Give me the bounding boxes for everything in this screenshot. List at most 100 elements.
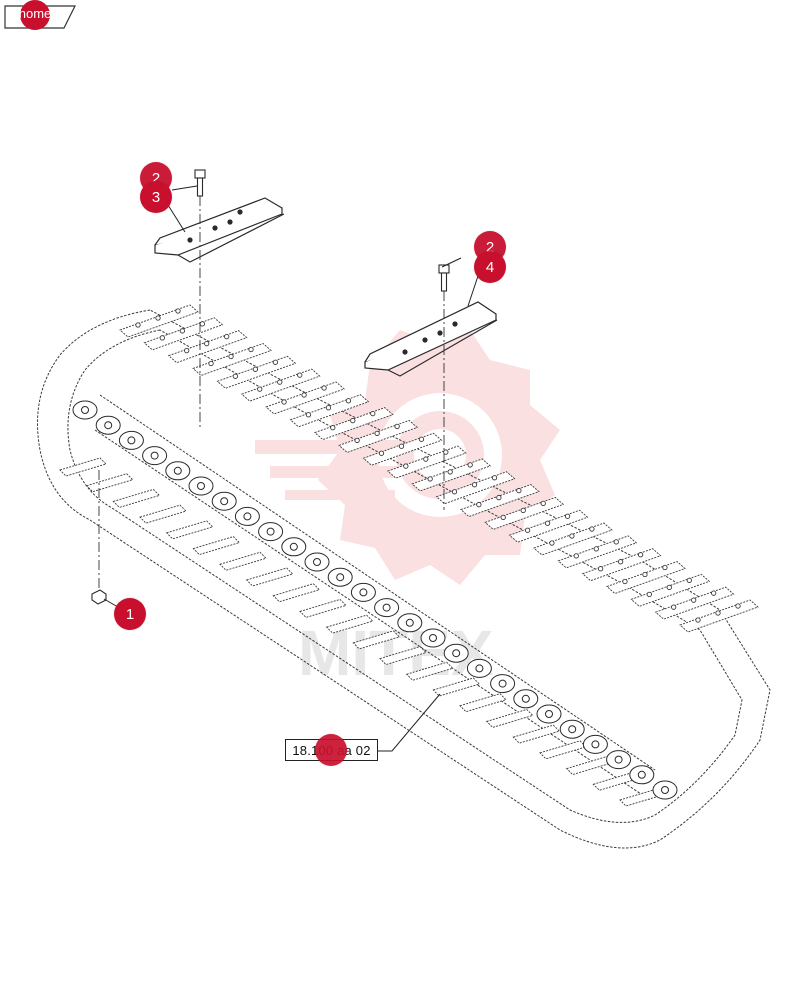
shoe-bolt-hole — [272, 359, 279, 365]
chain-pin — [336, 573, 345, 582]
shoe-bolt-hole — [228, 353, 234, 360]
shoe-bolt-hole — [671, 604, 677, 610]
shoe-bolt-hole — [589, 526, 595, 532]
track-shoe-lower — [112, 488, 161, 508]
shoe-bolt-hole — [443, 449, 449, 455]
track-shoe-lower — [512, 724, 561, 744]
shoe-bolt-hole — [155, 315, 161, 321]
shoe-bolt-hole — [447, 469, 453, 475]
chain-pin — [266, 527, 275, 536]
shoe-bolt-hole — [179, 328, 185, 334]
callout-2-top-label: 2 — [151, 169, 161, 187]
shoe-bolt-hole — [297, 372, 303, 378]
chain-pin — [452, 649, 461, 658]
track-shoe-lower — [592, 771, 641, 791]
callout-1-hotspot[interactable]: 1 — [114, 598, 146, 630]
shoe-bolt-hole — [520, 507, 526, 514]
track-shoe-lower — [59, 457, 107, 477]
track-shoe-lower — [459, 693, 507, 713]
shoe-bolt-hole — [252, 366, 259, 372]
shoe-bolt-hole — [622, 578, 628, 585]
chain-pin — [289, 542, 298, 551]
home-button-badge — [20, 0, 50, 30]
track-shoe-lower — [245, 567, 294, 587]
shoe-bolt-hole — [224, 334, 230, 340]
shoe-bolt-hole — [467, 462, 473, 468]
shoe-bolt-hole — [564, 513, 571, 519]
shoe-bolt-hole — [597, 566, 604, 572]
chain-pin — [429, 634, 437, 642]
assembly-center-lines — [98, 196, 445, 590]
track-shoe-lower — [565, 756, 614, 776]
track-shoe-lower — [432, 677, 481, 697]
shoe-bolt-hole — [350, 417, 356, 424]
shoe-bolt-hole — [617, 559, 624, 565]
shoe-bolt-hole — [232, 373, 239, 379]
home-button[interactable]: home — [6, 0, 64, 30]
shoe-bolt-hole — [427, 476, 433, 482]
chain-pin — [150, 451, 159, 460]
chain-pin — [220, 497, 229, 506]
callout-4-hotspot[interactable]: 4 — [474, 251, 506, 283]
chain-links — [72, 400, 678, 800]
track-shoe-lower — [379, 646, 427, 666]
shoe-bolt-hole — [175, 308, 181, 314]
chain-pin — [382, 603, 391, 612]
track-shoe-part-4 — [364, 301, 498, 377]
shoe-bolt-hole — [686, 577, 692, 583]
shoe-bolt-hole — [451, 489, 458, 495]
track-shoe-lower — [85, 473, 134, 493]
reference-hotspot[interactable] — [315, 734, 347, 766]
shoe-bolt-hole — [354, 437, 360, 444]
chain-pin — [661, 786, 669, 794]
chain-pin — [568, 725, 577, 734]
shoe-bolt-hole — [281, 399, 287, 405]
shoe-bolt-hole — [500, 514, 506, 521]
shoe-bolt-hole — [735, 603, 741, 609]
chain-pin — [127, 436, 136, 445]
shoe-bolt-hole — [662, 564, 668, 571]
track-shoe-lower — [272, 583, 321, 603]
chain-pin — [81, 406, 89, 414]
track-shoes — [59, 304, 759, 807]
shoe-bolt-hole — [418, 436, 425, 442]
shoe-bolt-hole — [666, 584, 672, 590]
nut-part-1 — [91, 589, 107, 605]
shoe-bolt-hole — [204, 341, 210, 347]
shoe-bolt-hole — [691, 597, 697, 603]
home-button-label: home — [18, 5, 52, 21]
track-shoe-lower — [219, 551, 267, 571]
bolt-part-2b — [438, 264, 450, 292]
shoe-bolt-hole — [199, 321, 205, 327]
shoe-bolt-hole — [248, 346, 254, 353]
callout-4-label: 4 — [485, 258, 495, 276]
chain-pin — [359, 588, 368, 597]
callout-2-right-label: 2 — [485, 238, 495, 256]
shoe-bolt-hole — [715, 610, 721, 616]
shoe-bolt-hole — [569, 533, 575, 539]
shoe-bolt-hole — [549, 540, 555, 546]
chain-pin — [313, 558, 321, 566]
chain-pin — [521, 694, 530, 703]
shoe-bolt-hole — [642, 571, 648, 578]
shoe-bolt-hole — [135, 322, 141, 328]
track-shoe-lower — [539, 740, 587, 760]
callout-3-hotspot[interactable]: 3 — [140, 181, 172, 213]
track-shoe-lower — [165, 520, 214, 540]
track-shoe-lower — [325, 614, 374, 634]
chain-pin — [405, 618, 414, 627]
shoe-bolt-hole — [491, 475, 498, 481]
shoe-bolt-hole — [330, 424, 336, 431]
shoe-bolt-hole — [423, 456, 429, 462]
chain-pin — [197, 482, 205, 490]
shoe-bolt-hole — [301, 392, 307, 398]
shoe-bolt-hole — [524, 527, 531, 533]
track-shoe-part-3 — [154, 197, 285, 263]
track-shoe-lower — [139, 504, 187, 524]
chain-pin — [591, 740, 600, 749]
shoe-bolt-hole — [378, 450, 385, 456]
callout-leader-lines — [103, 185, 479, 752]
track-assembly — [37, 309, 771, 849]
track-shoe-lower — [405, 661, 454, 681]
